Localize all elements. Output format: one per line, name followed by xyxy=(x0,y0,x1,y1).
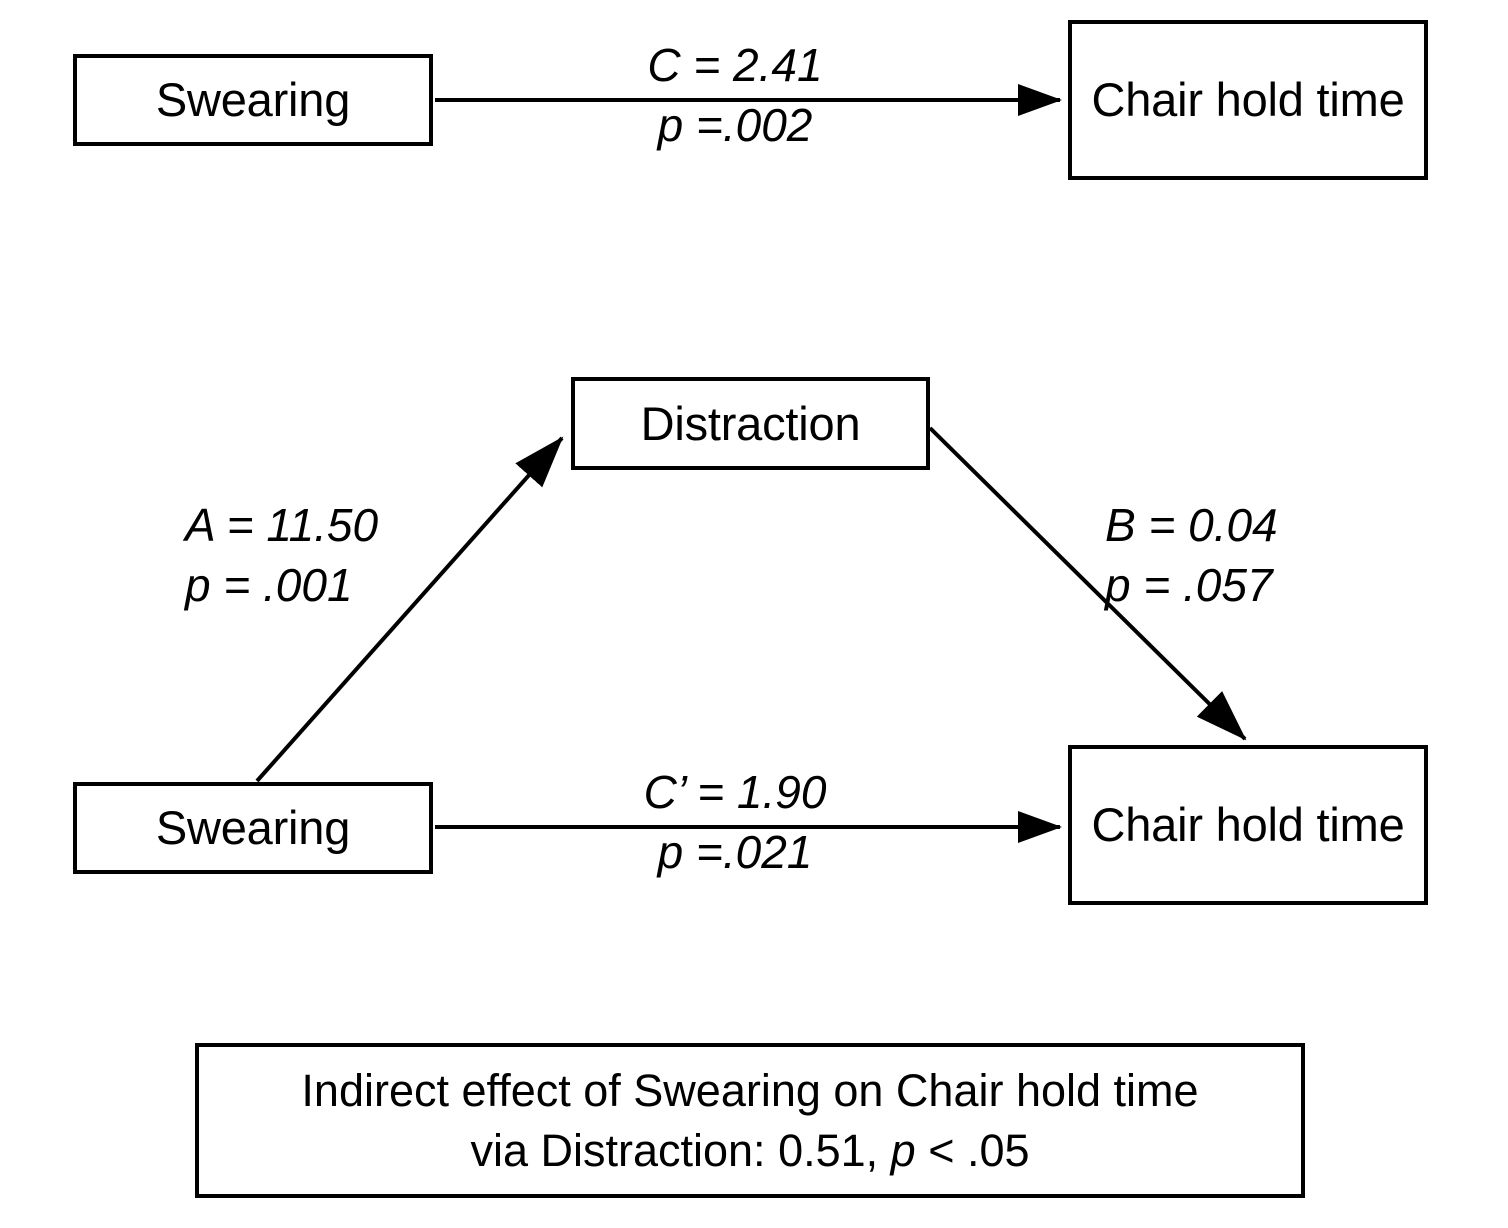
path-a-coefficient: A = 11.50 xyxy=(185,499,379,551)
arrow-path-a xyxy=(255,436,564,783)
path-c-pvalue: p =.002 xyxy=(657,98,813,151)
node-label-line2: time xyxy=(1316,73,1405,127)
indirect-effect-summary-box: Indirect effect of Swearing on Chair hol… xyxy=(195,1043,1305,1198)
summary-line-2-pre: via Distraction: 0.51, xyxy=(470,1124,891,1176)
node-label-line2: time xyxy=(1316,798,1405,852)
path-b-pvalue: p = .057 xyxy=(1105,558,1273,611)
path-label-c: C = 2.41 p =.002 xyxy=(570,36,900,156)
node-swearing-top: Swearing xyxy=(73,54,433,146)
node-label: Swearing xyxy=(155,73,351,127)
summary-text: Indirect effect of Swearing on Chair hol… xyxy=(301,1061,1198,1181)
path-c-prime-coefficient: C’ = 1.90 xyxy=(643,766,827,818)
path-label-c-prime: C’ = 1.90 p =.021 xyxy=(570,763,900,883)
node-label: Chair hold time xyxy=(1091,796,1404,853)
path-label-a: A = 11.50 p = .001 xyxy=(185,496,485,616)
path-c-coefficient: C = 2.41 xyxy=(647,39,823,91)
path-a-pvalue: p = .001 xyxy=(185,558,353,611)
node-swearing-bottom: Swearing xyxy=(73,782,433,874)
path-label-b: B = 0.04 p = .057 xyxy=(1105,496,1405,616)
summary-p-symbol: p xyxy=(890,1124,916,1176)
node-chair-hold-time-bottom: Chair hold time xyxy=(1068,745,1428,905)
node-label: Chair hold time xyxy=(1091,71,1404,128)
summary-line-2: via Distraction: 0.51, p < .05 xyxy=(301,1121,1198,1181)
summary-line-2-post: < .05 xyxy=(915,1124,1030,1176)
node-label: Distraction xyxy=(640,396,861,450)
arrow-path-b xyxy=(928,426,1247,741)
path-b-coefficient: B = 0.04 xyxy=(1105,499,1278,551)
node-label-line1: Chair hold xyxy=(1091,798,1304,852)
summary-line-1: Indirect effect of Swearing on Chair hol… xyxy=(301,1064,1199,1116)
node-chair-hold-time-top: Chair hold time xyxy=(1068,20,1428,180)
node-distraction: Distraction xyxy=(571,377,930,470)
path-c-prime-pvalue: p =.021 xyxy=(657,825,813,878)
node-label-line1: Chair hold xyxy=(1091,73,1304,127)
node-label: Swearing xyxy=(155,801,351,855)
